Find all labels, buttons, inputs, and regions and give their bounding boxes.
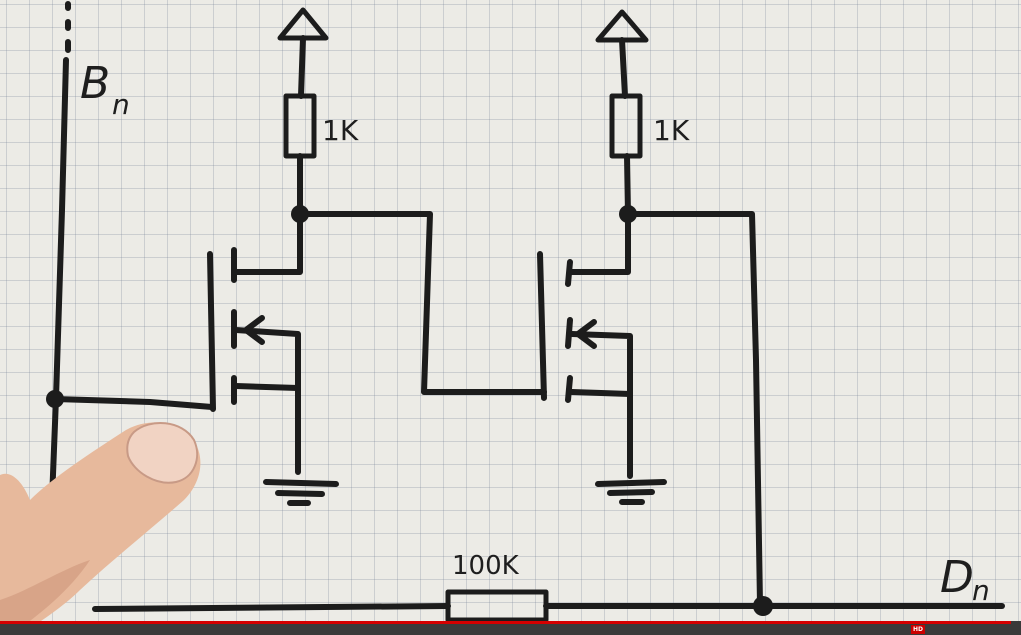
mosfet-left-source [233, 383, 301, 391]
supply-right-wire [619, 37, 628, 99]
mosfet-left-body-source [233, 327, 301, 475]
feedback-line-left [92, 603, 451, 612]
video-progress[interactable] [0, 621, 1011, 624]
mosfet-left [207, 211, 303, 475]
mosfet-right-drain [567, 211, 631, 275]
input-to-gate-wire [52, 396, 215, 410]
pullup-left-label: 1K [322, 114, 359, 147]
right-drain-to-output [625, 211, 763, 607]
input-rail [49, 57, 69, 503]
mosfet-left-drain [231, 211, 303, 275]
pullup-resistor-left [283, 93, 317, 159]
cross-coupling-wire [297, 211, 547, 395]
output-node-label: D [940, 552, 974, 603]
video-player-bar[interactable] [0, 621, 1021, 635]
pullup-resistor-right [609, 93, 643, 159]
mosfet-left-arrow [243, 315, 265, 345]
mosfet-right-source [569, 389, 633, 397]
mosfet-right-channel [565, 259, 573, 403]
supply-left-wire [298, 35, 306, 99]
input-node-label: B [80, 58, 110, 109]
ground-left-icon [263, 479, 339, 506]
feedback-resistor-label: 100K [452, 551, 520, 581]
supply-left-icon [277, 7, 329, 41]
output-node-subscript: n [972, 574, 990, 607]
pullup-right-label: 1K [653, 114, 690, 147]
input-node-subscript: n [112, 88, 130, 121]
mosfet-right-gate-plate [537, 251, 547, 401]
pullup-right-to-drain [624, 153, 631, 217]
pointing-finger [0, 421, 201, 635]
hd-icon[interactable]: HD [911, 625, 925, 634]
supply-right-icon [595, 9, 649, 43]
feedback-resistor [445, 589, 549, 623]
ground-right-icon [595, 479, 667, 505]
mosfet-right-arrow [575, 319, 597, 349]
mosfet-right-body-source [569, 331, 633, 479]
mosfet-left-gate-plate [207, 251, 216, 412]
mosfet-right [537, 211, 633, 479]
